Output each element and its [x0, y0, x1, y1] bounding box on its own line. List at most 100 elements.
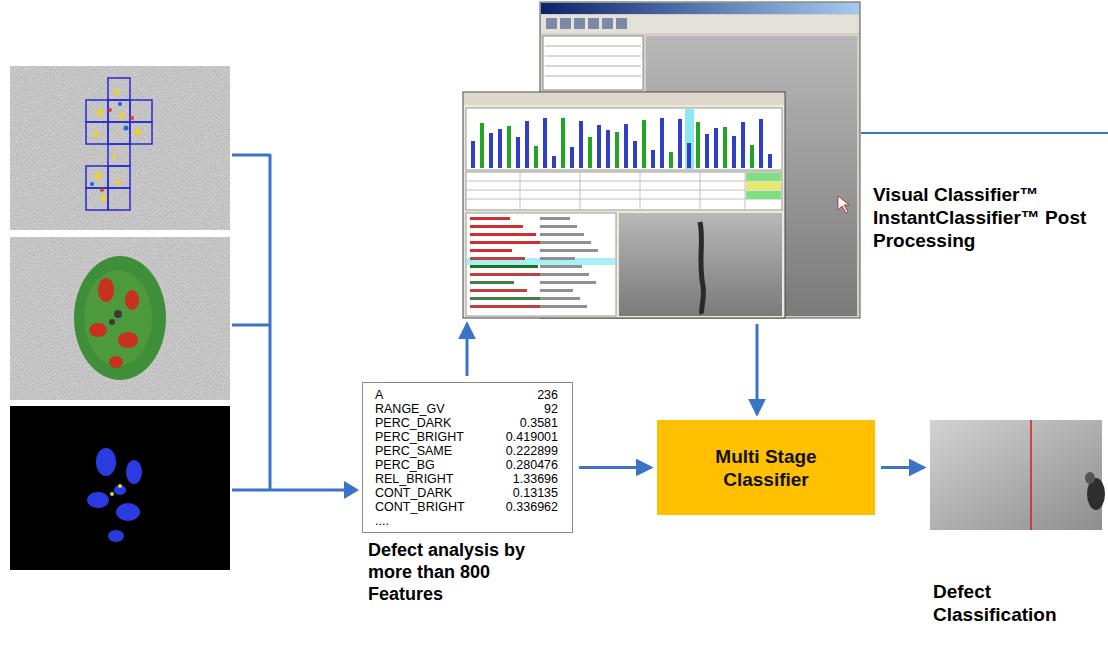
list-line: [470, 217, 510, 220]
illustration-part: [560, 18, 571, 29]
illustration-part: [545, 46, 641, 76]
feature-name: RANGE_GV: [375, 402, 444, 416]
process-box: Multi Stage Classifier: [657, 420, 875, 515]
chart-bar: [480, 123, 484, 168]
chart-bar: [696, 122, 700, 168]
illustration-part: [930, 420, 1102, 530]
caption: Defect analysis by more than 800 Feature…: [368, 539, 536, 605]
list-line: [470, 233, 536, 236]
illustration-part: [466, 108, 782, 170]
chart-bar: [534, 146, 538, 168]
feature-value: 0.419001: [506, 430, 558, 444]
chart-bar: [741, 122, 745, 168]
illustration-part: [466, 172, 782, 210]
chart-bar: [642, 120, 646, 168]
list-line: [470, 225, 523, 228]
chart-bar: [687, 143, 691, 168]
illustration-part: [86, 166, 108, 188]
illustration-part: [86, 188, 108, 210]
illustration-part: [746, 182, 781, 190]
illustration-part: [118, 332, 138, 348]
illustration-part: [118, 102, 122, 106]
list-line: [470, 289, 527, 292]
feature-row: A 236: [375, 388, 558, 402]
feature-value: 1.33696: [513, 472, 558, 486]
feature-row: RANGE_GV92: [375, 402, 558, 416]
chart-bar: [498, 129, 502, 168]
feature-name: REL_BRIGHT: [375, 472, 454, 486]
feature-row: PERC_DARK 0.3581: [375, 416, 558, 430]
illustration-part: [110, 492, 114, 496]
illustration-part: [114, 485, 126, 495]
chart-bar: [579, 121, 583, 168]
software-screenshot-node: Visual Classifier™ InstantClassifier™ Po…: [463, 0, 860, 318]
feature-table: A236RANGE_GV92PERC_DARK0.3581PERC_BRIGHT…: [375, 388, 558, 528]
list-line: [540, 297, 580, 300]
chart-bar: [651, 150, 655, 168]
illustration-part: [116, 503, 140, 521]
feature-name: CONT_DARK: [375, 486, 452, 500]
chart-bar: [516, 137, 520, 168]
chart-bar: [723, 127, 727, 168]
illustration-part: [89, 323, 107, 337]
illustration-part: [100, 188, 104, 192]
feature-name: CONT_BRIGHT: [375, 500, 465, 514]
illustration-part: [87, 492, 109, 508]
list-line: [540, 273, 589, 276]
illustration-part: [108, 108, 112, 112]
illustration-part: [84, 270, 152, 366]
feature-name: A: [375, 388, 383, 402]
illustration-part: [546, 18, 627, 29]
list-line: [540, 249, 598, 252]
illustration-part: [746, 173, 781, 181]
feature-value: 0.280476: [506, 458, 558, 472]
feature-value: 236: [537, 388, 558, 402]
illustration-part: [466, 213, 616, 316]
illustration-part: [471, 109, 772, 169]
feature-value: 0.222899: [506, 444, 558, 458]
connector-line: [861, 132, 1108, 134]
illustration-part: [112, 154, 116, 158]
feature-row: ....: [375, 514, 558, 528]
list-line: [470, 281, 514, 284]
feature-value: 0.3581: [520, 416, 558, 430]
chart-bar: [552, 156, 556, 168]
illustration-part: [135, 129, 141, 135]
arrow-head: [344, 481, 359, 499]
illustration-part: [545, 46, 641, 76]
illustration-part: [746, 191, 781, 199]
list-line: [540, 281, 596, 284]
list-line: [540, 217, 570, 220]
flow-arrow: [881, 466, 924, 469]
illustration-part: [100, 108, 134, 192]
chart-bar: [768, 154, 772, 168]
illustration-part: [120, 114, 125, 119]
illustration-part: [588, 18, 599, 29]
list-line: [470, 265, 538, 268]
illustration-part: [619, 213, 782, 316]
feature-row: CONT_BRIGHT0.336962: [375, 500, 558, 514]
illustration-part: [10, 66, 230, 230]
chart-bar: [525, 121, 529, 168]
illustration-part: [109, 356, 123, 368]
illustration-part: [108, 144, 130, 166]
chart-bar: [633, 141, 637, 168]
chart-bar: [597, 125, 601, 168]
feature-name: PERC_DARK: [375, 416, 451, 430]
feature-row: PERC_BG 0.280476: [375, 458, 558, 472]
illustration-part: [116, 180, 121, 185]
illustration-part: [466, 172, 782, 210]
illustration-part: [700, 222, 703, 314]
feature-name: PERC_BG: [375, 458, 435, 472]
box-label: Multi Stage Classifier: [696, 445, 836, 491]
illustration-part: [118, 484, 122, 488]
classified-image: [930, 420, 1105, 530]
illustration-part: [616, 18, 627, 29]
result-image-node: Defect Classification: [930, 420, 1102, 530]
illustration-part: [108, 100, 130, 122]
illustration-part: [94, 132, 99, 137]
illustration-part: [94, 90, 142, 202]
illustration-part: [109, 310, 122, 325]
illustration-part: [124, 126, 129, 131]
